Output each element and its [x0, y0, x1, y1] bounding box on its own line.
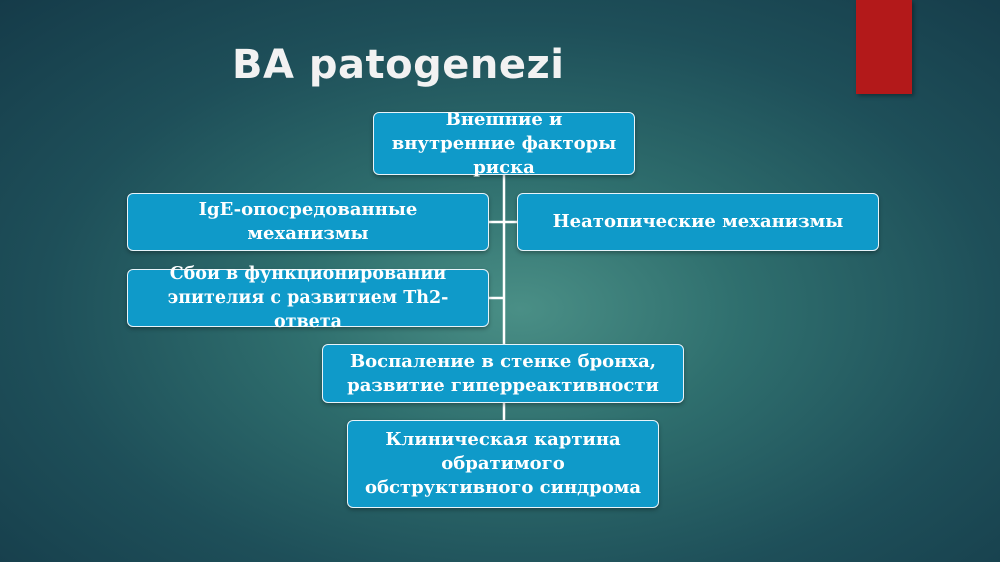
- node-clinical-picture: Клиническая картина обратимого обструкти…: [347, 420, 659, 508]
- node-epithelium-dysfunction: Сбои в функционировании эпителия с разви…: [127, 264, 489, 332]
- node-ige-mechanisms-text: IgE-опосредованные механизмы: [198, 199, 418, 244]
- node-bronchial-inflammation-text: Воспаление в стенке бронха, развитие гип…: [347, 350, 659, 396]
- slide-title: BA patogenezi: [232, 42, 565, 88]
- node-risk-factors-text: Внешние и внутренние факторы риска: [391, 108, 617, 178]
- node-epithelium-dysfunction-text: Сбои в функционировании эпителия с разви…: [167, 264, 449, 332]
- node-clinical-picture-text: Клиническая картина обратимого обструкти…: [364, 429, 642, 498]
- node-bronchial-inflammation: Воспаление в стенке бронха, развитие гип…: [322, 344, 684, 403]
- node-neatopic-mechanisms: Неатопические механизмы: [517, 193, 879, 251]
- node-risk-factors: Внешние и внутренние факторы риска: [373, 109, 635, 178]
- node-neatopic-mechanisms-text: Неатопические механизмы: [552, 211, 844, 232]
- accent-bar: [856, 0, 912, 94]
- node-ige-mechanisms: IgE-опосредованные механизмы: [127, 193, 489, 251]
